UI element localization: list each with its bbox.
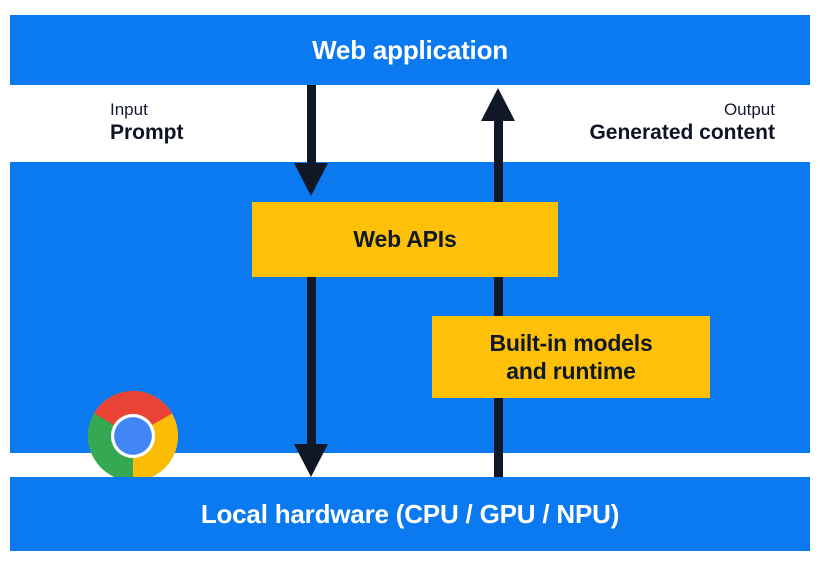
chrome-logo-icon <box>87 390 179 482</box>
io-input-kind: Input <box>110 100 148 119</box>
output-flow-shaft-upper <box>494 118 503 208</box>
io-output-kind: Output <box>723 100 775 119</box>
component-box-web-apis-label: Web APIs <box>353 226 457 253</box>
io-input-value: Prompt <box>110 120 184 144</box>
io-label-input: Input Prompt <box>110 100 184 145</box>
input-flow-arrowhead-upper <box>294 163 328 196</box>
band-local-hardware: Local hardware (CPU / GPU / NPU) <box>10 477 810 551</box>
band-local-hardware-label: Local hardware (CPU / GPU / NPU) <box>200 499 620 529</box>
browser-mark-group: Browser <box>68 390 198 520</box>
component-box-web-apis: Web APIs <box>252 202 558 277</box>
output-flow-arrowhead <box>481 88 515 121</box>
input-flow-arrowhead-lower <box>294 444 328 477</box>
component-box-builtin-models: Built-in models and runtime <box>432 316 710 398</box>
input-flow-shaft-upper <box>307 85 316 167</box>
io-output-value: Generated content <box>589 120 775 144</box>
band-web-application-label: Web application <box>312 35 508 65</box>
input-flow-shaft-lower <box>307 277 316 445</box>
io-label-output: Output Generated content <box>589 100 775 145</box>
component-box-builtin-models-label-line1: Built-in models <box>489 329 653 356</box>
component-box-builtin-models-label-line2: and runtime <box>506 358 636 384</box>
band-web-application: Web application <box>10 15 810 85</box>
component-box-builtin-models-label: Built-in models and runtime <box>489 329 652 385</box>
